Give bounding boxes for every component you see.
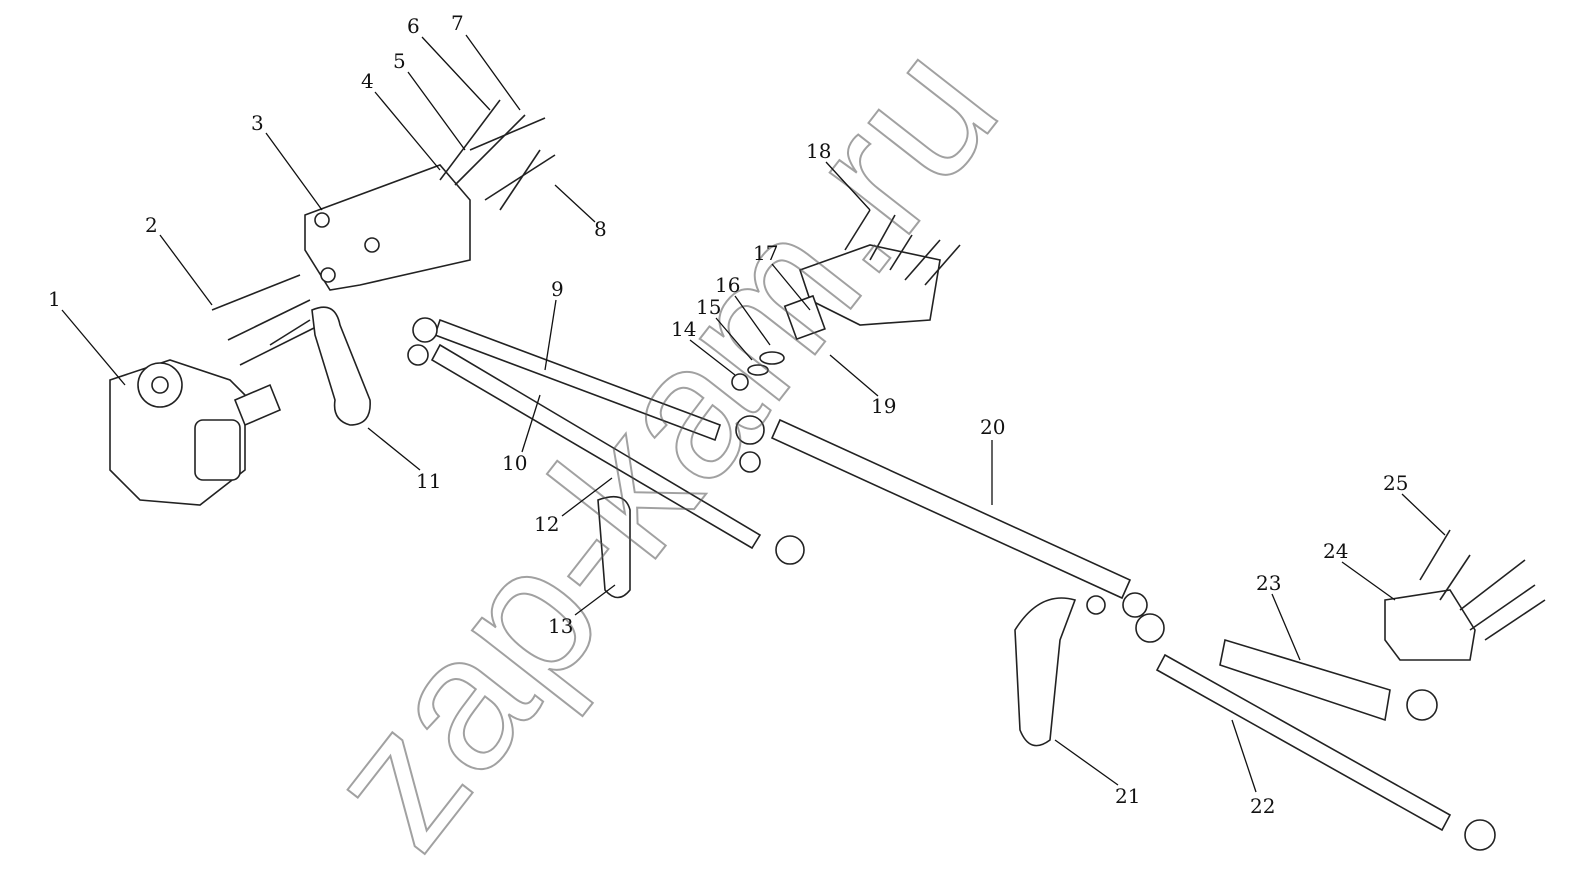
callout-15: 15: [696, 295, 721, 319]
callout-22: 22: [1250, 794, 1275, 818]
bolts-25: [1419, 529, 1546, 641]
callout-2: 2: [145, 213, 158, 237]
callout-1: 1: [48, 287, 61, 311]
callout-25: 25: [1383, 471, 1408, 495]
callout-3: 3: [251, 111, 264, 135]
callout-24: 24: [1323, 539, 1348, 563]
drag-link-10: [430, 343, 762, 550]
leader-lines: [61, 34, 1446, 793]
callout-13: 13: [548, 614, 573, 638]
callout-8: 8: [594, 217, 607, 241]
bracket-24: [1384, 589, 1476, 661]
callout-16: 16: [715, 273, 740, 297]
callout-11: 11: [416, 469, 441, 493]
callout-12: 12: [534, 512, 559, 536]
callout-7: 7: [451, 11, 464, 35]
steering-gear: [109, 359, 282, 506]
callout-17: 17: [753, 241, 778, 265]
idler-arm: [597, 495, 631, 599]
callouts: 1 2 3 4 5 6 7 8 9 10 11 12 13 14 15 16 1…: [48, 11, 1408, 818]
rod-22: [1155, 653, 1452, 832]
steering-arm-21: [1014, 597, 1077, 747]
watermark: zap-kam.ru: [285, 6, 1037, 882]
callout-19: 19: [871, 394, 896, 418]
callout-4: 4: [361, 69, 374, 93]
cylinder-23: [1219, 638, 1391, 722]
bolts-18: [844, 209, 961, 286]
callout-9: 9: [551, 277, 564, 301]
callout-18: 18: [806, 139, 831, 163]
tie-rod-20: [770, 418, 1132, 600]
callout-20: 20: [980, 415, 1005, 439]
callout-5: 5: [393, 49, 406, 73]
callout-23: 23: [1256, 571, 1281, 595]
mounting-bracket: [304, 164, 471, 291]
bolts-upper: [211, 99, 556, 366]
callout-14: 14: [671, 317, 696, 341]
callout-10: 10: [502, 451, 527, 475]
callout-6: 6: [407, 14, 420, 38]
callout-21: 21: [1115, 784, 1140, 808]
pitman-arm: [311, 306, 371, 426]
